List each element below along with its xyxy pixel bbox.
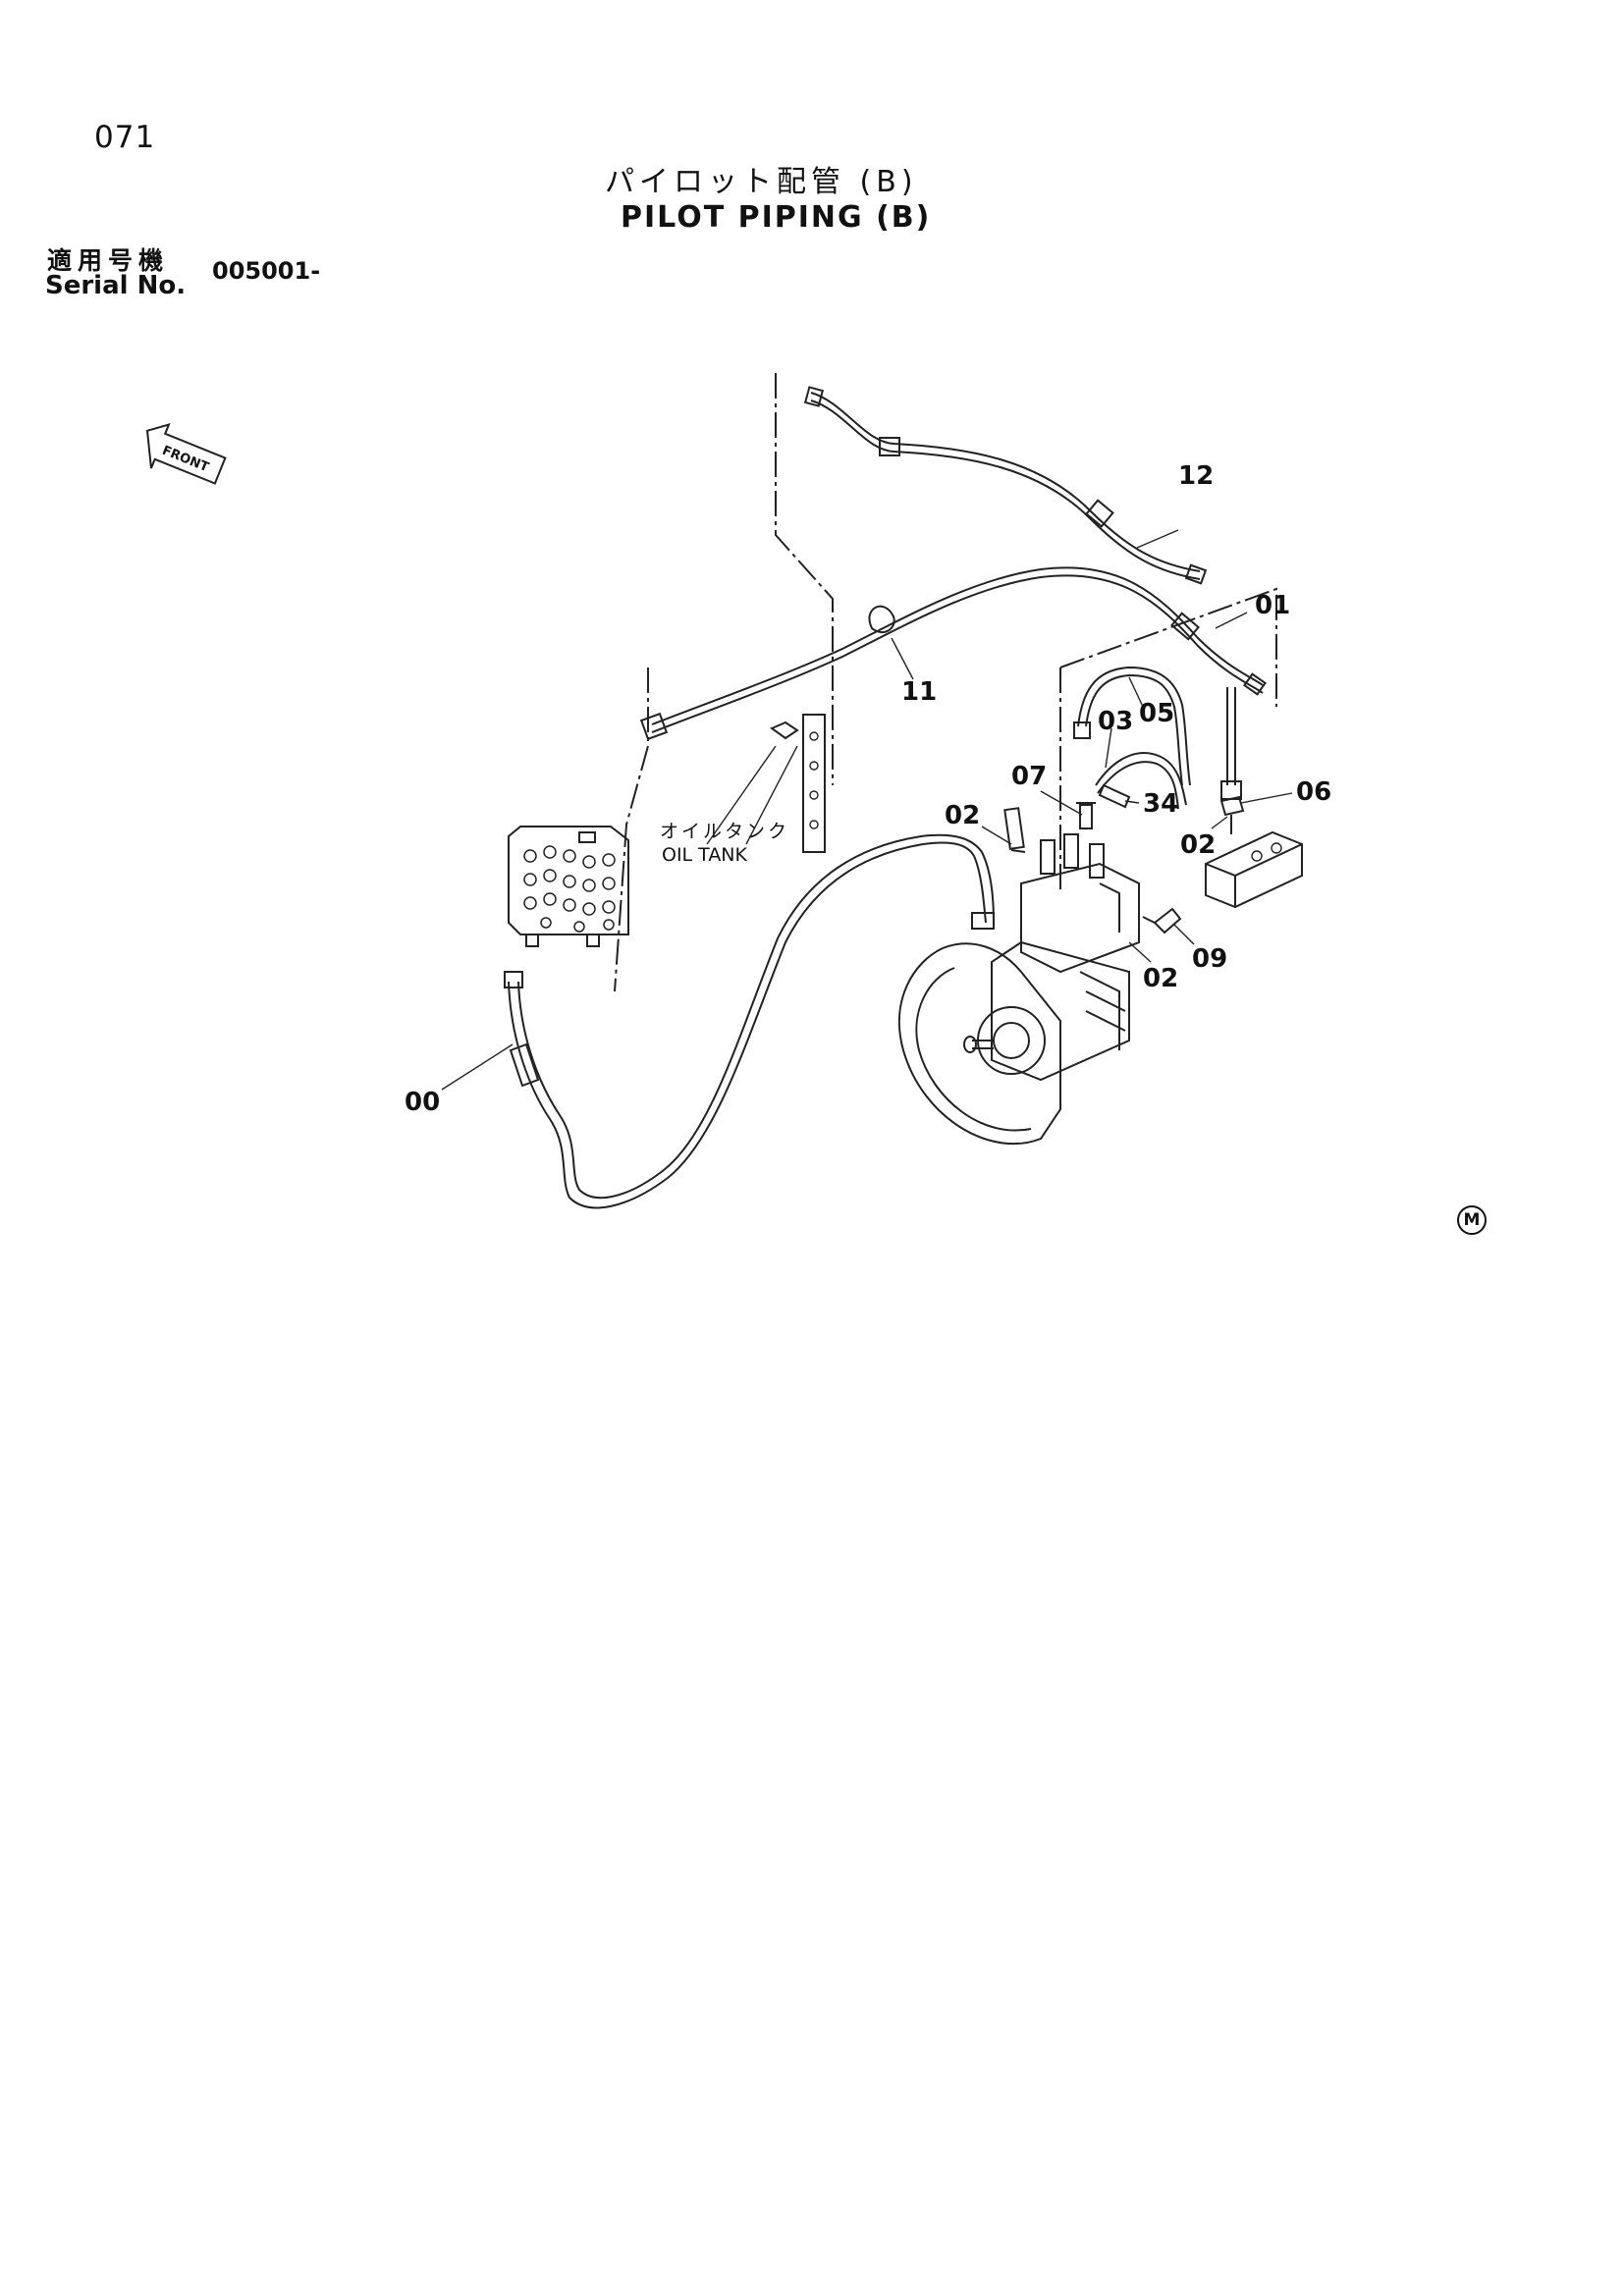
fitting-34 xyxy=(1098,783,1131,809)
leader-02c xyxy=(1128,941,1152,963)
leader-09 xyxy=(1173,924,1195,945)
leader-00 xyxy=(441,1043,514,1091)
leader-12 xyxy=(1136,529,1179,549)
leader-oil-tank-b xyxy=(745,745,798,845)
hose-05 xyxy=(1073,666,1191,786)
manifold-block xyxy=(1205,830,1303,909)
leader-03 xyxy=(1105,727,1112,769)
m-mark-label: M xyxy=(1463,1210,1481,1230)
leader-34 xyxy=(1124,800,1140,804)
oil-tank-bracket xyxy=(769,714,826,853)
leader-02b xyxy=(1211,816,1228,829)
callout-00: 00 xyxy=(405,1088,441,1117)
clamp-11 xyxy=(868,605,895,634)
callout-09: 09 xyxy=(1192,944,1228,974)
callout-03: 03 xyxy=(1098,707,1134,736)
pump-assembly xyxy=(898,833,1140,1146)
cut-line-frame-right xyxy=(1059,587,1277,707)
hose-00 xyxy=(504,833,995,1209)
leader-lines xyxy=(441,529,1293,1091)
oil-tank-label-japanese: オイルタンク xyxy=(660,821,790,842)
callout-07: 07 xyxy=(1011,762,1048,791)
serial-label-japanese: 適用号機 xyxy=(47,246,170,275)
leader-06 xyxy=(1240,792,1293,804)
callout-01: 01 xyxy=(1255,591,1291,620)
fitting-06 xyxy=(1219,795,1245,834)
callout-11: 11 xyxy=(901,677,938,707)
leader-oil-tank-a xyxy=(706,745,777,845)
fitting-02-left xyxy=(1003,807,1026,853)
front-arrow-icon: FRONT xyxy=(145,423,227,485)
callout-12: 12 xyxy=(1178,461,1215,491)
fitting-09 xyxy=(1142,907,1182,934)
page-number: 071 xyxy=(94,120,156,155)
m-mark-icon: M xyxy=(1457,1205,1487,1235)
callout-02-lower: 02 xyxy=(1143,964,1179,993)
leader-02a xyxy=(981,826,1012,845)
leader-01 xyxy=(1215,612,1248,629)
title-english: PILOT PIPING (B) xyxy=(621,200,932,235)
serial-label-english: Serial No. xyxy=(45,271,187,300)
hose-03 xyxy=(1095,687,1242,810)
fitting-07 xyxy=(1076,802,1096,829)
title-japanese: パイロット配管 (B) xyxy=(605,165,918,199)
hose-01 xyxy=(639,566,1267,741)
leader-11 xyxy=(891,637,914,680)
callout-02-left: 02 xyxy=(945,801,981,830)
leader-07 xyxy=(1040,790,1083,816)
control-valve-block xyxy=(508,826,629,947)
oil-tank-label-english: OIL TANK xyxy=(662,844,747,866)
cut-line-lower xyxy=(614,667,649,992)
leader-05 xyxy=(1128,676,1144,708)
callout-34: 34 xyxy=(1143,789,1179,819)
callout-06: 06 xyxy=(1296,777,1332,807)
callout-02-right: 02 xyxy=(1180,830,1217,860)
serial-value: 005001- xyxy=(212,257,321,285)
callout-05: 05 xyxy=(1139,699,1175,728)
hose-12 xyxy=(803,386,1208,585)
cut-line-upper xyxy=(775,373,834,785)
